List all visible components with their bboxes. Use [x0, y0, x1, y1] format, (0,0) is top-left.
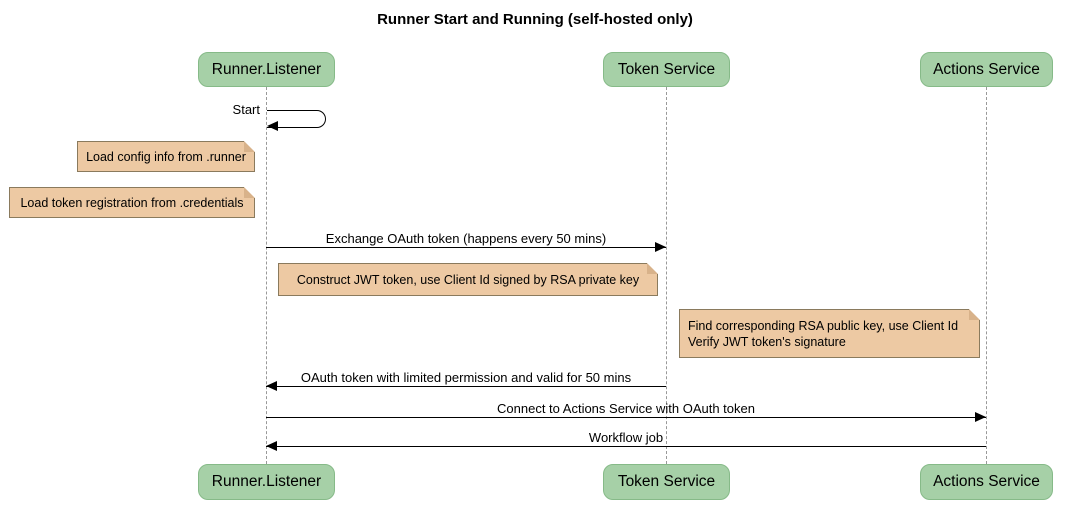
participant-actions-service-top: Actions Service — [920, 52, 1053, 87]
participant-runner-listener-bottom: Runner.Listener — [198, 464, 335, 500]
arrowhead-icon — [266, 441, 277, 451]
message-start-label: Start — [232, 102, 260, 117]
participant-runner-listener-top: Runner.Listener — [198, 52, 335, 87]
message-connect-actions-label: Connect to Actions Service with OAuth to… — [497, 401, 755, 416]
note-text-line2: Verify JWT token's signature — [688, 334, 846, 349]
note-verify-jwt: Find corresponding RSA public key, use C… — [679, 309, 980, 358]
diagram-title: Runner Start and Running (self-hosted on… — [377, 11, 693, 28]
arrowhead-icon — [266, 381, 277, 391]
note-construct-jwt: Construct JWT token, use Client Id signe… — [278, 263, 658, 296]
message-exchange-oauth-line — [266, 247, 666, 248]
note-text-line1: Find corresponding RSA public key, use C… — [688, 318, 959, 333]
note-text: Load token registration from .credential… — [20, 195, 244, 210]
participant-token-service-bottom: Token Service — [603, 464, 730, 500]
message-exchange-oauth-label: Exchange OAuth token (happens every 50 m… — [325, 231, 607, 246]
arrowhead-icon — [655, 242, 666, 252]
participant-actions-service-bottom: Actions Service — [920, 464, 1053, 500]
lifeline-token-service — [666, 87, 667, 464]
arrowhead-icon — [267, 121, 278, 131]
arrowhead-icon — [975, 412, 986, 422]
lifeline-actions-service — [986, 87, 987, 464]
participant-token-service-top: Token Service — [603, 52, 730, 87]
note-load-token-registration: Load token registration from .credential… — [9, 187, 255, 218]
message-workflow-job-label: Workflow job — [588, 430, 664, 445]
message-connect-actions-line — [266, 417, 986, 418]
note-load-config: Load config info from .runner — [77, 141, 255, 172]
lifeline-runner-listener — [266, 87, 267, 464]
message-workflow-job-line — [266, 446, 986, 447]
note-text: Construct JWT token, use Client Id signe… — [296, 272, 640, 287]
message-oauth-token-line — [266, 386, 666, 387]
note-text: Load config info from .runner — [86, 149, 246, 164]
message-oauth-token-label: OAuth token with limited permission and … — [300, 370, 632, 385]
self-message-loop — [267, 110, 326, 128]
